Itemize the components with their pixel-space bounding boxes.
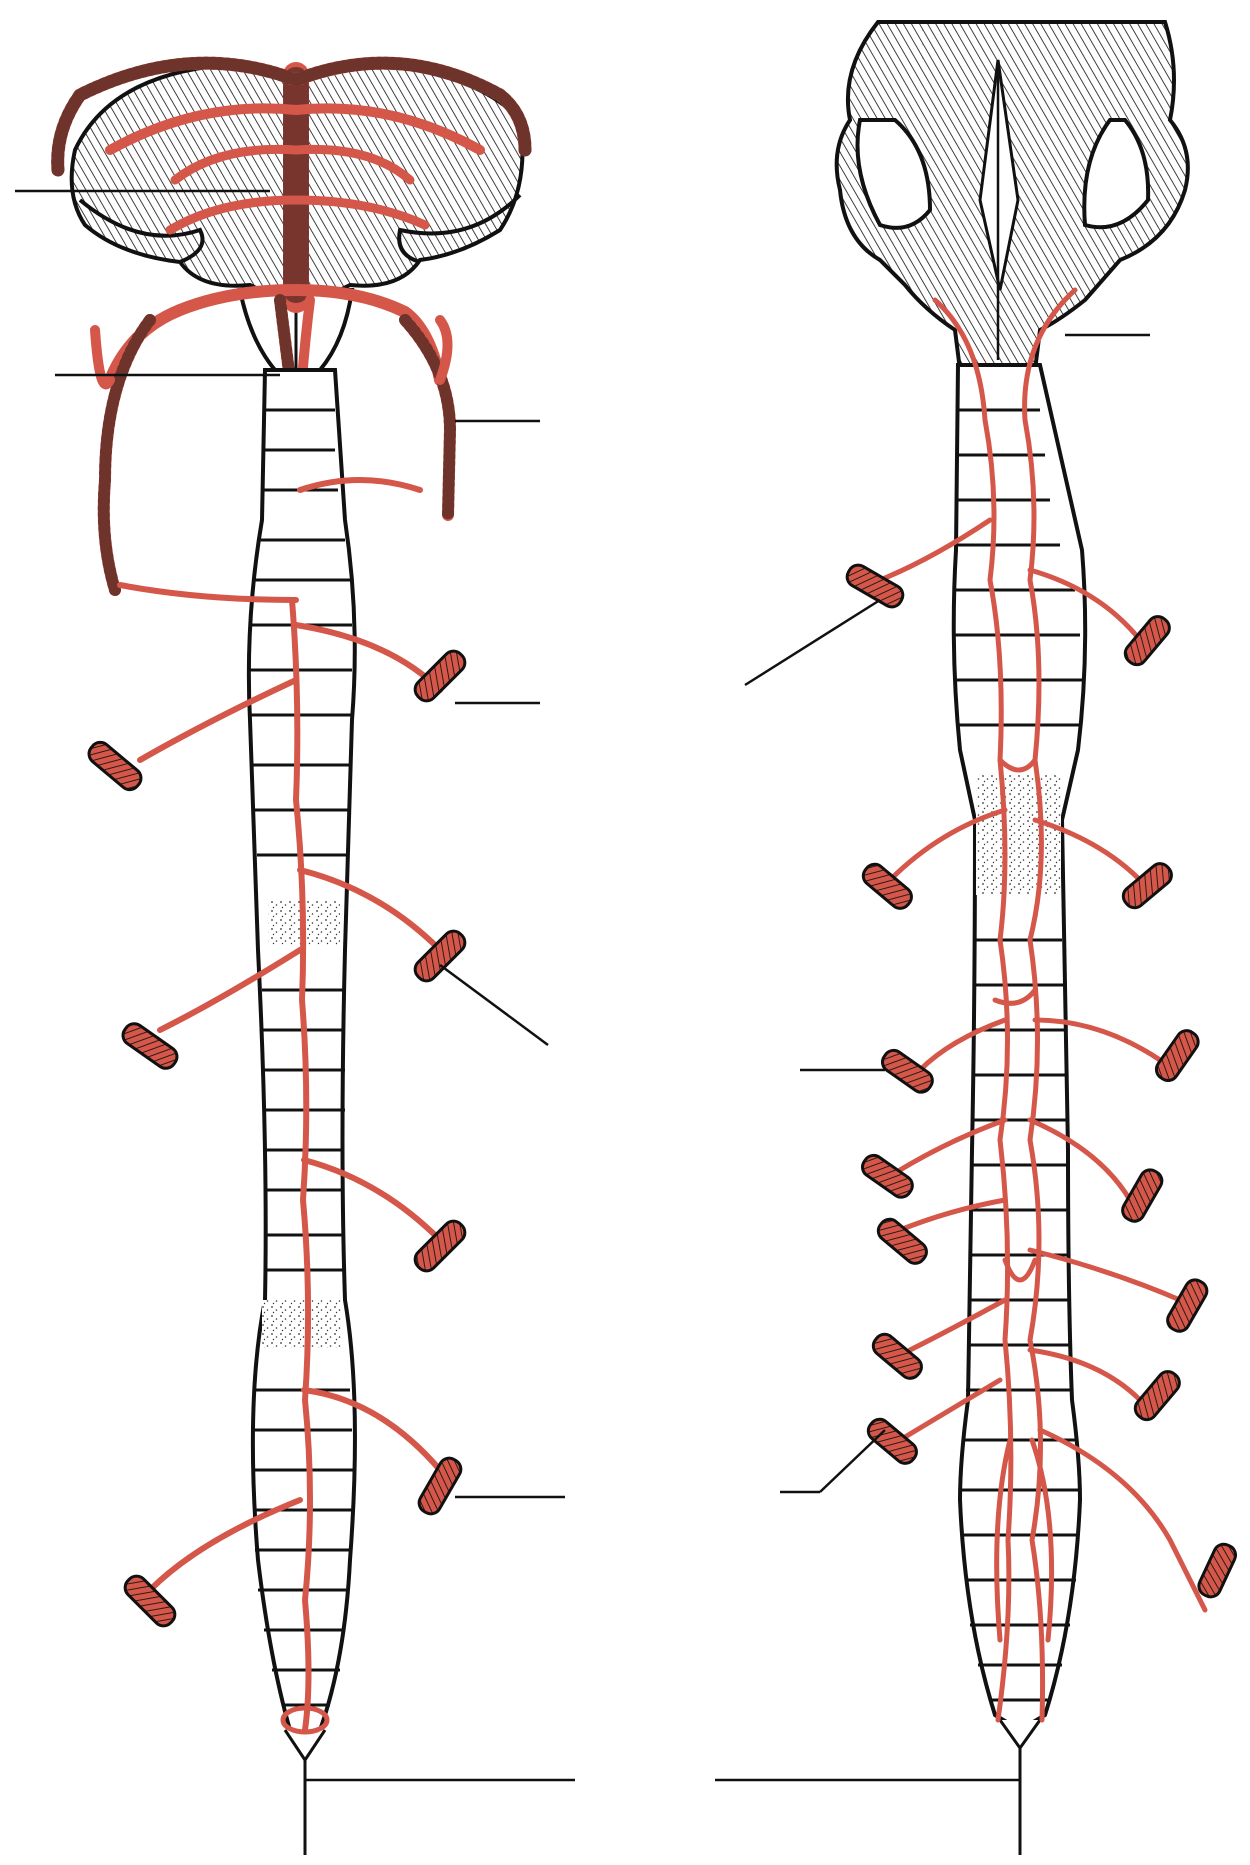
radicular-arteries-anterior — [117, 477, 443, 1593]
cord-segments-posterior — [953, 408, 1082, 1702]
leader-line-radicular-posterior-upper — [744, 598, 881, 687]
leader-lines-anterior — [15, 189, 575, 1782]
anterior-view — [15, 56, 575, 1855]
spinal-cord-anterior — [246, 368, 357, 1855]
anterior-spinal-artery — [289, 599, 313, 1731]
segmental-stubs-anterior — [87, 649, 467, 1628]
segmental-stubs-posterior — [845, 563, 1238, 1599]
spinal-cord-posterior — [951, 363, 1088, 1855]
brainstem-dorsal — [834, 20, 1190, 372]
posterior-view — [715, 20, 1238, 1855]
radicular-arteries-posterior — [877, 517, 1208, 1613]
leader-line-radicular-posterior-lower-angled — [819, 1429, 886, 1493]
leader-line-radicular-middle — [439, 963, 549, 1047]
basilar-artery-system — [51, 56, 532, 606]
posterior-spinal-arteries — [932, 287, 1078, 1723]
leader-lines-posterior — [715, 333, 1150, 1782]
